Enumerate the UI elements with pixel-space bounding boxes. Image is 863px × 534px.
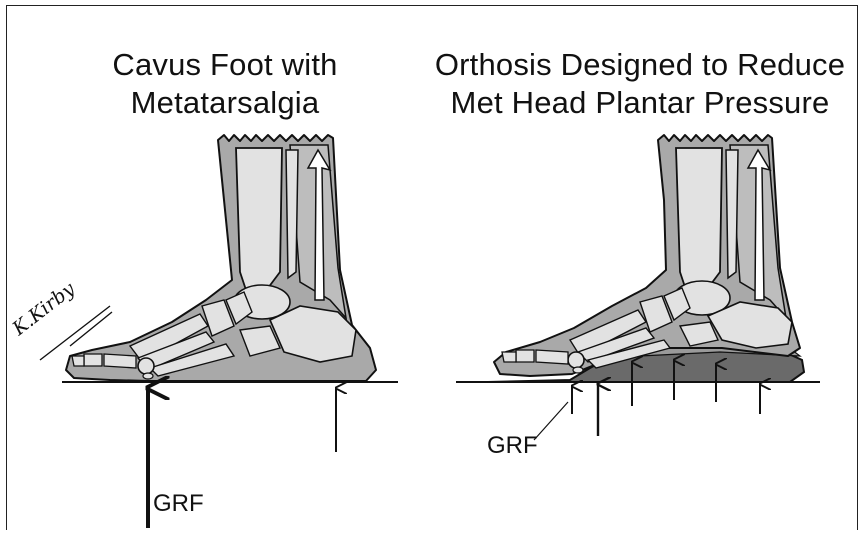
right-tibia bbox=[676, 148, 722, 290]
right-met-head bbox=[568, 352, 584, 368]
left-grf-label: GRF bbox=[153, 490, 204, 518]
left-distal-phalanx bbox=[72, 356, 84, 366]
right-fibula bbox=[726, 150, 738, 278]
left-sesamoid bbox=[143, 373, 153, 379]
right-grf-leader bbox=[534, 402, 568, 440]
left-fibula bbox=[286, 150, 298, 278]
right-distal-phalanx bbox=[502, 352, 516, 362]
right-middle-phalanx bbox=[516, 350, 534, 362]
left-met-head bbox=[138, 358, 154, 374]
left-proximal-phalanx bbox=[104, 354, 136, 368]
left-tibia bbox=[236, 148, 282, 290]
left-foot bbox=[62, 135, 398, 528]
right-sesamoid bbox=[573, 367, 583, 373]
right-grf-label: GRF bbox=[487, 432, 538, 460]
left-middle-phalanx bbox=[84, 354, 102, 366]
right-proximal-phalanx bbox=[536, 350, 568, 364]
right-foot bbox=[456, 135, 820, 440]
